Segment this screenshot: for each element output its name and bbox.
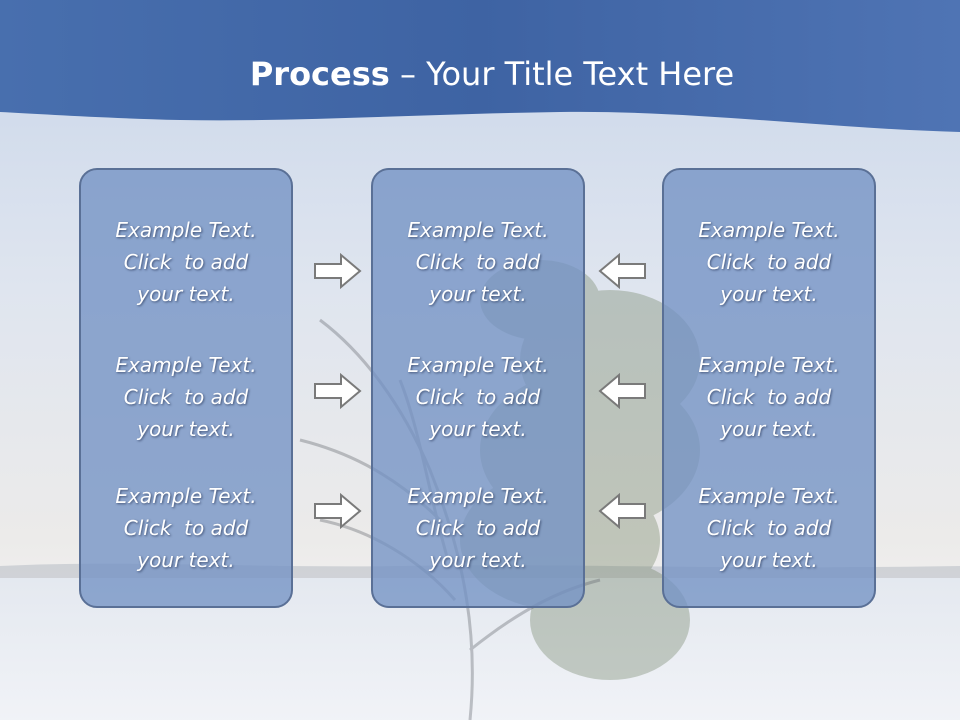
arrow-right-icon xyxy=(314,253,362,289)
panel-text[interactable]: Example Text. Click to add your text. xyxy=(698,353,840,441)
panel-text[interactable]: Example Text. Click to add your text. xyxy=(698,218,840,306)
process-panel-left[interactable]: Example Text. Click to add your text. Ex… xyxy=(79,168,293,608)
header-band xyxy=(0,0,960,132)
arrow-left-icon xyxy=(598,253,646,289)
panel-text[interactable]: Example Text. Click to add your text. xyxy=(698,484,840,572)
panel-text[interactable]: Example Text. Click to add your text. xyxy=(115,484,257,572)
arrow-right-icon xyxy=(314,493,362,529)
arrow-right-icon xyxy=(314,373,362,409)
slide-title[interactable]: Process – Your Title Text Here xyxy=(0,52,960,96)
panel-text[interactable]: Example Text. Click to add your text. xyxy=(115,218,257,306)
arrow-left-icon xyxy=(598,373,646,409)
title-bold: Process xyxy=(249,55,390,93)
process-panel-center[interactable]: Example Text. Click to add your text. Ex… xyxy=(371,168,585,608)
panel-text[interactable]: Example Text. Click to add your text. xyxy=(115,353,257,441)
panel-text[interactable]: Example Text. Click to add your text. xyxy=(407,218,549,306)
title-rest: – Your Title Text Here xyxy=(389,55,735,93)
panel-text[interactable]: Example Text. Click to add your text. xyxy=(407,484,549,572)
process-panel-right[interactable]: Example Text. Click to add your text. Ex… xyxy=(662,168,876,608)
panel-text[interactable]: Example Text. Click to add your text. xyxy=(407,353,549,441)
arrow-left-icon xyxy=(598,493,646,529)
